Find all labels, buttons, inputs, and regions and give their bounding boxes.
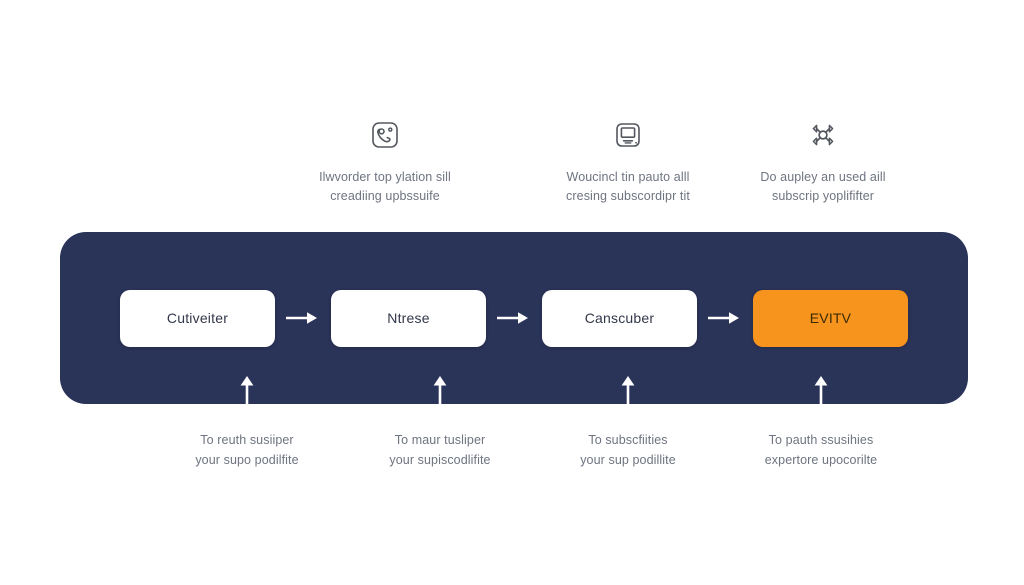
desktop-monitor-icon xyxy=(513,112,743,158)
bottom-annotation-4: To pauth ssusihies expertore upocorilte xyxy=(716,430,926,470)
flow-step-4[interactable]: EVITV xyxy=(753,289,908,347)
bottom-annotation-1: To reuth susiiper your supo podilfite xyxy=(142,430,352,470)
bottom-annotation-2: To maur tusliper your supiscodlifite xyxy=(335,430,545,470)
outflow-arrow-4 xyxy=(811,371,831,409)
outflow-arrow-1 xyxy=(237,371,257,409)
top-annotation-3: Do aupley an used aill subscrip yoplifif… xyxy=(708,112,938,207)
flow-step-2-label: Ntrese xyxy=(387,310,430,326)
flow-connector-2 xyxy=(486,310,542,326)
top-annotation-1: Ilwvorder top ylation sill creadiing upb… xyxy=(270,112,500,207)
flow-step-4-label: EVITV xyxy=(809,310,852,326)
flow-panel: Cutiveiter Ntrese Canscuber xyxy=(60,232,968,404)
phone-call-icon xyxy=(270,112,500,158)
top-annotation-2-caption: Woucincl tin pauto alll cresing subscord… xyxy=(566,170,690,204)
outflow-arrow-2 xyxy=(430,371,450,409)
flow-step-1-label: Cutiveiter xyxy=(166,310,229,326)
top-annotation-1-caption: Ilwvorder top ylation sill creadiing upb… xyxy=(319,170,451,204)
outflow-arrow-3 xyxy=(618,371,638,409)
flow-row: Cutiveiter Ntrese Canscuber xyxy=(60,232,968,404)
bottom-annotation-4-caption: To pauth ssusihies expertore upocorilte xyxy=(764,433,878,467)
network-nodes-icon xyxy=(708,112,938,158)
top-annotation-2: Woucincl tin pauto alll cresing subscord… xyxy=(513,112,743,207)
flow-connector-1 xyxy=(275,310,331,326)
flow-step-3-label: Canscuber xyxy=(584,310,655,326)
flow-step-3[interactable]: Canscuber xyxy=(542,289,697,347)
flow-connector-3 xyxy=(697,310,753,326)
top-annotation-3-caption: Do aupley an used aill subscrip yoplifif… xyxy=(760,170,886,204)
bottom-annotation-3: To subscfiities your sup podillite xyxy=(523,430,733,470)
flow-step-2[interactable]: Ntrese xyxy=(331,289,486,347)
bottom-annotation-2-caption: To maur tusliper your supiscodlifite xyxy=(389,433,491,467)
bottom-annotation-3-caption: To subscfiities your sup podillite xyxy=(580,433,676,467)
bottom-annotation-1-caption: To reuth susiiper your supo podilfite xyxy=(195,433,299,467)
flow-step-1[interactable]: Cutiveiter xyxy=(120,289,275,347)
